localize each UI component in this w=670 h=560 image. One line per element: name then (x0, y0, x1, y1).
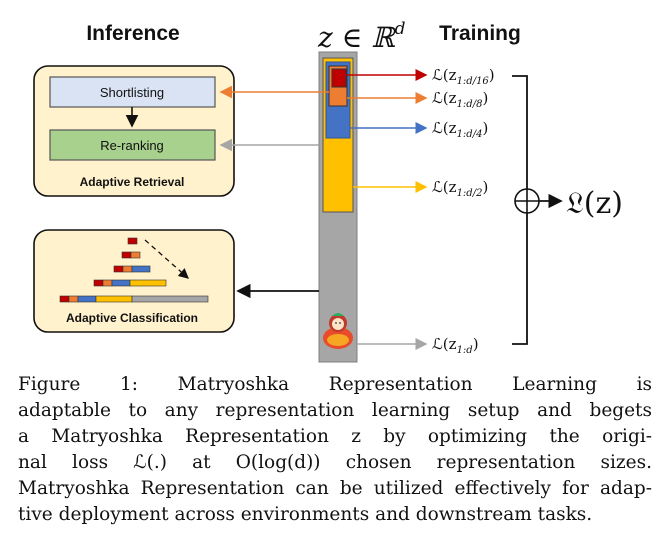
caption-line-6: tive deployment across environments and … (18, 504, 593, 525)
reranking-label: Re-ranking (100, 138, 164, 153)
classification-panel-label: Adaptive Classification (66, 311, 198, 325)
caption-line-1: Figure 1: Matryoshka Representation Lear… (18, 372, 652, 398)
caption-line-5: Matryoshka Representation can be utilize… (18, 478, 652, 499)
training-title: Training (439, 22, 521, 45)
z-label: z ∈ ℝd (317, 19, 406, 54)
retrieval-panel-label: Adaptive Retrieval (80, 175, 185, 189)
caption-line-4: nal loss ℒ(.) at O(log(d)) chosen repres… (18, 452, 652, 473)
mrl-figure: Inference Training z ∈ ℝd ℒ(z1:d/16) ℒ(z… (33, 19, 623, 363)
z-label-sup: d (395, 19, 406, 39)
classification-dashed-arrow (144, 239, 189, 279)
caption-line-1-text: Figure 1: Matryoshka Representation Lear… (18, 374, 652, 395)
classification-bars (59, 237, 209, 303)
oplus-icon (514, 188, 540, 214)
loss-label-d2: ℒ(z1:d/2) (432, 178, 488, 199)
reranking-box (49, 129, 216, 161)
figure-caption: Figure 1: Matryoshka Representation Lear… (18, 372, 652, 528)
loss-label-d8: ℒ(z1:d/8) (432, 89, 488, 110)
caption-line-2: adaptable to any representation learning… (18, 400, 652, 421)
matryoshka-doll-icon (323, 313, 353, 349)
caption-line-3: a Matryoshka Representation z by optimiz… (18, 426, 652, 447)
z-label-main: z ∈ ℝ (317, 21, 396, 54)
loss-label-d16: ℒ(z1:d/16) (432, 66, 495, 87)
total-loss-label: 𝔏(z) (566, 186, 623, 221)
shortlisting-label: Shortlisting (100, 85, 164, 100)
inference-title: Inference (86, 22, 179, 45)
embedding-segment-sixteenth (331, 68, 347, 88)
loss-label-d4: ℒ(z1:d/4) (432, 119, 488, 140)
loss-label-d: ℒ(z1:d) (432, 335, 479, 356)
